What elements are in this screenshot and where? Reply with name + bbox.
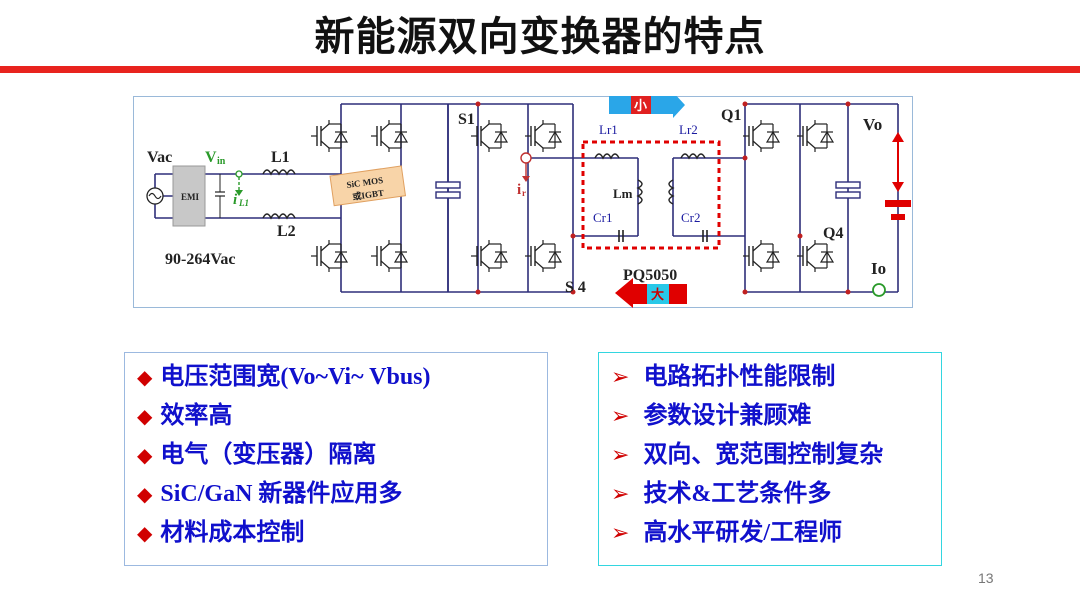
vin-subscript: in [217,156,226,167]
q1-label: Q1 [721,107,741,124]
vac-label: Vac [147,149,172,166]
features-box: ◆电压范围宽(Vo~Vi~ Vbus) ◆效率高 ◆电气（变压器）隔离 ◆SiC… [124,352,548,566]
lr2-label: Lr2 [679,122,698,137]
arrow-bullet-icon: ➢ [611,404,630,429]
vo-label: Vo [863,115,882,134]
diamond-bullet-icon: ◆ [137,482,153,506]
il1-subscript: L1 [238,198,249,208]
lm-label: Lm [613,186,633,201]
challenge-item: ➢参数设计兼顾难 [611,403,812,429]
l1-label: L1 [271,149,290,166]
small-flow-label: 小 [634,98,647,113]
io-label: Io [871,259,886,278]
s4-label: S 4 [565,279,586,296]
challenge-item: ➢高水平研发/工程师 [611,520,843,546]
challenges-box: ➢电路拓扑性能限制 ➢参数设计兼顾难 ➢双向、宽范围控制复杂 ➢技术&工艺条件多… [598,352,942,566]
arrow-bullet-icon: ➢ [611,365,630,390]
feature-item: ◆SiC/GaN 新器件应用多 [137,481,403,507]
l2-label: L2 [277,223,296,240]
feature-item: ◆材料成本控制 [137,520,305,546]
part-label: PQ5050 [623,267,677,284]
cr1-label: Cr1 [593,210,613,225]
challenge-item: ➢双向、宽范围控制复杂 [611,442,884,468]
il1-label: i [233,192,238,208]
slide-title: 新能源双向变换器的特点 [314,14,766,60]
cr2-label: Cr2 [681,210,701,225]
input-range-label: 90-264Vac [165,251,236,268]
diamond-bullet-icon: ◆ [137,521,153,545]
emi-label: EMI [181,192,199,202]
arrow-bullet-icon: ➢ [611,482,630,507]
large-flow-label: 大 [651,287,664,302]
circuit-diagram: EMI SiC MOS 或IGBT 小 大 Vac V in L1 i L1 [146,96,911,308]
diamond-bullet-icon: ◆ [137,404,153,428]
sic-label-line2: 或IGBT [352,187,385,202]
feature-item: ◆电气（变压器）隔离 [137,442,377,468]
feature-item: ◆效率高 [137,403,233,429]
vin-label: V [205,149,217,166]
s1-label: S1 [458,111,475,128]
arrow-bullet-icon: ➢ [611,443,630,468]
challenge-item: ➢电路拓扑性能限制 [611,364,836,390]
challenge-item: ➢技术&工艺条件多 [611,481,832,507]
ir-subscript: r [522,188,526,198]
page-number: 13 [978,570,994,586]
q4-label: Q4 [823,225,843,242]
diamond-bullet-icon: ◆ [137,443,153,467]
arrow-bullet-icon: ➢ [611,521,630,546]
title-divider [0,66,1080,73]
lr1-label: Lr1 [599,122,618,137]
diagram-frame [133,96,913,308]
ir-label: i [517,182,521,198]
diamond-bullet-icon: ◆ [137,365,153,389]
feature-item: ◆电压范围宽(Vo~Vi~ Vbus) [137,364,431,390]
